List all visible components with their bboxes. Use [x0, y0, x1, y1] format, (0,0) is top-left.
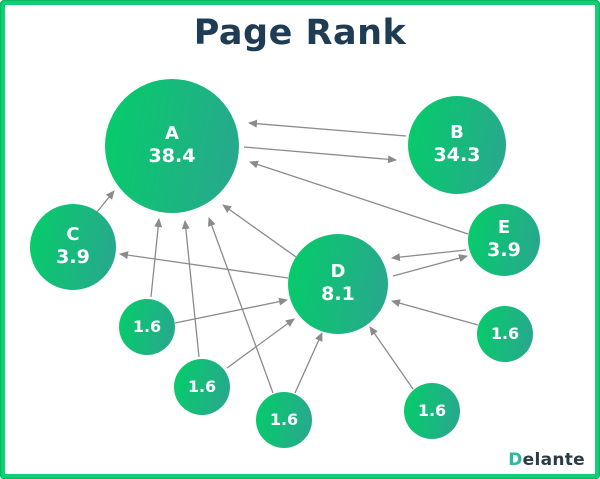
node-value: 3.9	[487, 239, 521, 262]
logo-letter-d: D	[508, 450, 523, 470]
edge-E-to-D	[391, 249, 467, 262]
node-value: 1.6	[187, 377, 217, 397]
node-letter: C	[66, 224, 80, 246]
edge-E-to-A	[249, 160, 469, 235]
node-small-f2: 1.6	[174, 359, 230, 415]
node-value: 1.6	[269, 410, 299, 430]
edge-f5-to-D	[391, 299, 479, 326]
logo-wordmark: elante	[522, 450, 585, 470]
edge-f3-to-D	[294, 332, 323, 394]
node-letter: D	[330, 261, 346, 283]
edge-D-to-A	[222, 204, 297, 258]
node-letter: B	[450, 122, 464, 144]
edge-A-to-B	[243, 146, 397, 164]
edge-f4-to-D	[369, 326, 414, 390]
edge-f3-to-A	[207, 217, 274, 394]
delante-logo: Delante	[508, 450, 585, 470]
edge-f1-to-A	[150, 218, 163, 298]
node-small-f1: 1.6	[119, 299, 175, 355]
node-value: 3.9	[56, 246, 90, 269]
node-value: 8.1	[321, 283, 355, 306]
node-value: 34.3	[433, 144, 481, 167]
edge-D-to-C	[119, 251, 289, 279]
edge-f2-to-D	[226, 318, 295, 369]
node-letter: E	[497, 217, 511, 239]
page-title: Page Rank	[193, 13, 407, 53]
edge-D-to-E	[392, 254, 468, 277]
edge-C-to-A	[96, 190, 115, 213]
node-small-f3: 1.6	[256, 392, 312, 448]
node-value: 1.6	[417, 401, 447, 421]
edge-f1-to-D	[174, 297, 288, 324]
edge-B-to-A	[248, 119, 407, 137]
edge-f2-to-A	[181, 220, 200, 358]
node-value: 1.6	[132, 317, 162, 337]
node-value: 38.4	[148, 145, 196, 168]
node-letter: A	[165, 123, 179, 145]
node-small-f4: 1.6	[404, 383, 460, 439]
node-value: 1.6	[490, 324, 520, 344]
node-small-f5: 1.6	[477, 306, 533, 362]
